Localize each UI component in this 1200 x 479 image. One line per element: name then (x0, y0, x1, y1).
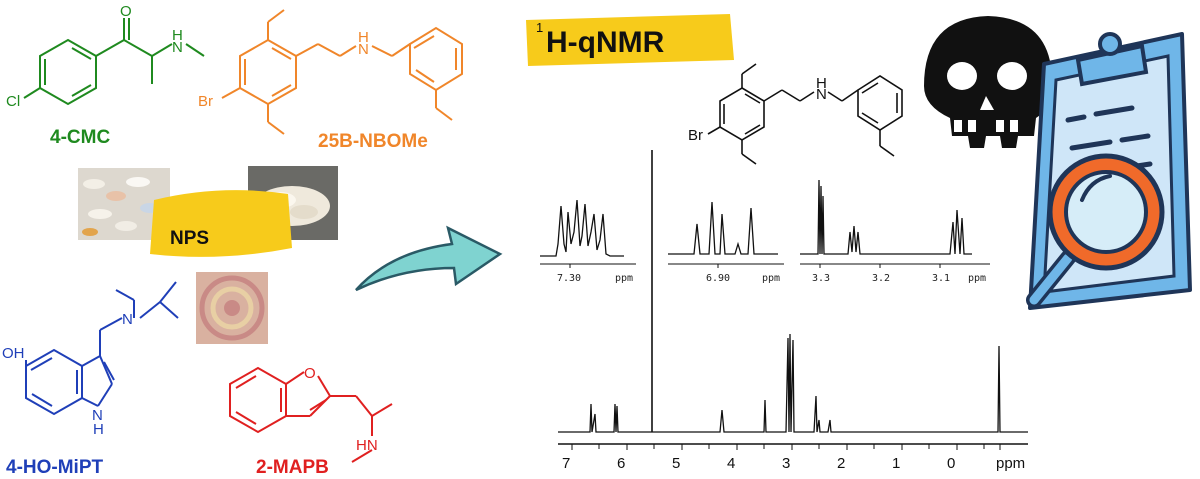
method-superscript: 1 (536, 20, 543, 35)
mipt-amine-nitrogen-atom: N (122, 311, 133, 328)
cmc-label: 4-CMC (50, 127, 110, 148)
magnifier-icon (1026, 153, 1165, 308)
inset-aliphatic: 3.3 3.2 3.1 ppm (800, 179, 990, 284)
method-label: H-qNMR (546, 26, 665, 59)
spectrum-axis-labels: 7 6 5 4 3 2 1 0 ppm (562, 455, 1025, 472)
mipt-indole-nitrogen-atom: N (92, 407, 103, 424)
nbome-bromine-atom: Br (198, 93, 213, 110)
skull-icon (924, 16, 1053, 148)
arrow-icon (355, 225, 503, 292)
axis-label-6: 6 (617, 455, 625, 472)
mapb-label: 2-MAPB (256, 457, 329, 478)
inset-aliphatic-unit: ppm (968, 273, 986, 284)
nbome-hydrogen-atom: H (358, 29, 369, 46)
blotter-photo (196, 272, 268, 344)
axis-label-7: 7 (562, 455, 570, 472)
axis-label-2: 2 (837, 455, 845, 472)
inset-aliphatic-tick-2: 3.2 (872, 273, 890, 284)
nps-highlight (150, 190, 292, 257)
axis-label-1: 1 (892, 455, 900, 472)
nmr-structure (707, 63, 903, 165)
spectrum-trace (558, 333, 1028, 433)
nmr-bromine-atom: Br (688, 127, 703, 144)
inset-aromatic-1-tick: 7.30 (557, 273, 581, 284)
inset-aliphatic-tick-1: 3.3 (812, 273, 830, 284)
nbome-structure (221, 9, 463, 135)
inset-aliphatic-tick-3: 3.1 (932, 273, 950, 284)
inset-aromatic-1: 7.30 ppm (540, 199, 636, 284)
spectrum-ticks (571, 444, 1001, 450)
inset-aromatic-2-tick: 6.90 (706, 273, 730, 284)
cmc-hydrogen-atom: H (172, 27, 183, 44)
mipt-indole-hydrogen-atom: H (93, 421, 104, 438)
axis-label-0: 0 (947, 455, 955, 472)
mapb-amine-atom: HN (356, 437, 378, 454)
nmr-hydrogen-atom: H (816, 75, 827, 92)
mapb-structure (229, 366, 393, 463)
cmc-structure (23, 18, 205, 106)
cmc-chlorine-atom: Cl (6, 93, 20, 110)
axis-label-3: 3 (782, 455, 790, 472)
mipt-structure (25, 281, 179, 416)
inset-aromatic-1-unit: ppm (615, 273, 633, 284)
mipt-label: 4-HO-MiPT (6, 457, 104, 478)
method-highlight (526, 14, 734, 66)
inset-aromatic-2-unit: ppm (762, 273, 780, 284)
axis-label-4: 4 (727, 455, 735, 472)
cmc-nitrogen-atom: N (172, 39, 183, 56)
nmr-nitrogen-atom: N (816, 86, 827, 103)
axis-label-5: 5 (672, 455, 680, 472)
nbome-label: 25B-NBOMe (318, 131, 428, 152)
axis-unit-label: ppm (996, 455, 1025, 472)
mipt-hydroxyl-atom: OH (2, 345, 25, 362)
mapb-oxygen-atom: O (304, 365, 316, 382)
nps-label: NPS (170, 228, 209, 249)
inset-aromatic-2: 6.90 ppm (668, 201, 784, 284)
nbome-nitrogen-atom: N (358, 41, 369, 58)
cmc-oxygen-atom: O (120, 3, 132, 20)
